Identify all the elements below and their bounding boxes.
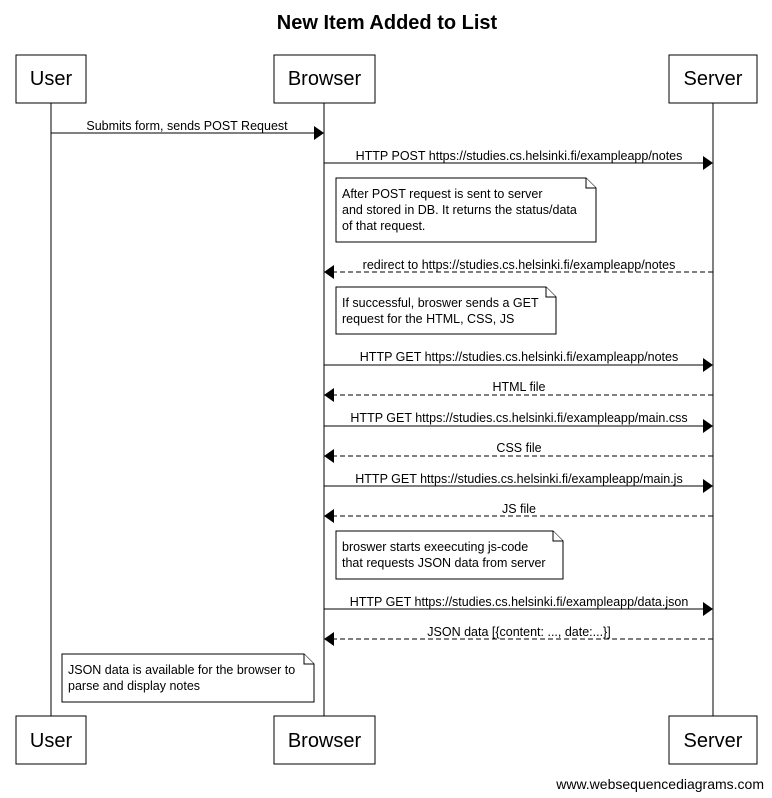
message-redirect: redirect to https://studies.cs.helsinki.… (324, 258, 713, 279)
note-get-request: If successful, broswer sends a GET reque… (335, 286, 557, 335)
arrowhead-icon (324, 449, 334, 463)
note-line: JSON data is available for the browser t… (68, 663, 295, 677)
actor-user-bottom: User (15, 715, 87, 765)
message-label: HTTP GET https://studies.cs.helsinki.fi/… (350, 595, 689, 609)
message-submit-form: Submits form, sends POST Request (51, 119, 324, 140)
message-label: Submits form, sends POST Request (86, 119, 288, 133)
message-get-data-json: HTTP GET https://studies.cs.helsinki.fi/… (324, 595, 713, 616)
message-get-js: HTTP GET https://studies.cs.helsinki.fi/… (324, 472, 713, 493)
message-label: HTTP GET https://studies.cs.helsinki.fi/… (355, 472, 682, 486)
actor-label: Server (684, 730, 743, 752)
actor-browser-bottom: Browser (273, 715, 376, 765)
message-js-file: JS file (324, 502, 713, 523)
message-label: redirect to https://studies.cs.helsinki.… (363, 258, 676, 272)
actor-server-bottom: Server (668, 715, 758, 765)
message-get-notes: HTTP GET https://studies.cs.helsinki.fi/… (324, 350, 713, 372)
arrowhead-icon (703, 479, 713, 493)
arrowhead-icon (324, 509, 334, 523)
message-label: JS file (502, 502, 536, 516)
note-line: If successful, broswer sends a GET (342, 296, 539, 310)
note-line: that requests JSON data from server (342, 556, 546, 570)
note-js-executing: broswer starts exeecuting js-code that r… (335, 530, 564, 580)
actor-label: Browser (288, 68, 362, 90)
actor-browser-top: Browser (273, 54, 376, 104)
arrowhead-icon (324, 632, 334, 646)
note-line: request for the HTML, CSS, JS (342, 312, 514, 326)
actor-label: User (30, 68, 73, 90)
note-json-available: JSON data is available for the browser t… (61, 653, 315, 703)
message-get-css: HTTP GET https://studies.cs.helsinki.fi/… (324, 411, 713, 433)
actor-server-top: Server (668, 54, 758, 104)
note-line: parse and display notes (68, 679, 200, 693)
arrowhead-icon (703, 419, 713, 433)
actor-label: Browser (288, 730, 362, 752)
arrowhead-icon (324, 388, 334, 402)
message-label: CSS file (496, 441, 541, 455)
arrowhead-icon (703, 156, 713, 170)
message-html-file: HTML file (324, 380, 713, 402)
note-line: broswer starts exeecuting js-code (342, 540, 528, 554)
message-label: JSON data [{content: ..., date:...}] (427, 625, 610, 639)
actor-label: User (30, 730, 73, 752)
note-line: of that request. (342, 219, 425, 233)
arrowhead-icon (703, 358, 713, 372)
actor-label: Server (684, 68, 743, 90)
footer-credit: www.websequencediagrams.com (555, 776, 764, 792)
message-label: HTML file (492, 380, 545, 394)
arrowhead-icon (314, 126, 324, 140)
message-label: HTTP GET https://studies.cs.helsinki.fi/… (360, 350, 678, 364)
actor-user-top: User (15, 54, 87, 104)
diagram-title: New Item Added to List (277, 12, 498, 34)
note-line: After POST request is sent to server (342, 187, 543, 201)
note-line: and stored in DB. It returns the status/… (342, 203, 577, 217)
note-post-stored: After POST request is sent to server and… (335, 177, 597, 243)
arrowhead-icon (703, 602, 713, 616)
arrowhead-icon (324, 265, 334, 279)
message-label: HTTP POST https://studies.cs.helsinki.fi… (356, 149, 683, 163)
message-json-data: JSON data [{content: ..., date:...}] (324, 625, 713, 646)
message-http-post: HTTP POST https://studies.cs.helsinki.fi… (324, 149, 713, 170)
message-css-file: CSS file (324, 441, 713, 463)
message-label: HTTP GET https://studies.cs.helsinki.fi/… (350, 411, 687, 425)
